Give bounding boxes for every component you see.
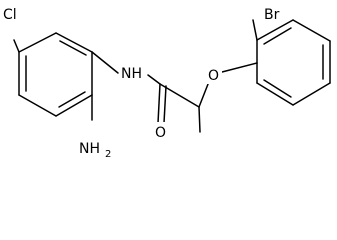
ring-bond bbox=[18, 32, 57, 53]
c-cl-bond bbox=[13, 39, 20, 53]
ring-bond bbox=[292, 82, 331, 106]
ring-bond bbox=[256, 19, 294, 41]
left-benzene-ring bbox=[18, 32, 93, 117]
right-benzene-ring bbox=[256, 19, 331, 106]
ring-bond bbox=[292, 19, 331, 42]
carbonyl-oxygen-label: O bbox=[155, 125, 166, 141]
bromine-label: Br bbox=[264, 7, 280, 23]
amino-subscript-2: 2 bbox=[105, 149, 111, 158]
ring-double-bond bbox=[263, 27, 292, 45]
c-br-bond bbox=[252, 19, 258, 41]
ring-double-bond bbox=[58, 91, 86, 108]
molecule-structure: Cl Br NH O O NH 2 bbox=[2, 4, 331, 158]
ring-bond bbox=[18, 94, 57, 117]
atom-labels: Cl Br NH O O NH 2 bbox=[2, 4, 284, 158]
ring-bond bbox=[256, 82, 294, 106]
ring-bond bbox=[55, 94, 93, 117]
ring-double-bond bbox=[263, 79, 292, 98]
carbonyl-c-o-double-1 bbox=[157, 83, 161, 124]
ether-oxygen-label: O bbox=[208, 68, 219, 84]
carbonyl-c-o-double-2 bbox=[163, 85, 167, 124]
c-nh-bond bbox=[91, 51, 119, 74]
chlorine-label: Cl bbox=[3, 7, 17, 23]
nh-carbonyl-bond bbox=[147, 74, 161, 85]
ring-double-bond bbox=[59, 40, 87, 56]
amide-nh-label: NH bbox=[121, 66, 142, 82]
carbonyl-alpha-bond bbox=[159, 83, 200, 108]
o-aryl-bond bbox=[221, 62, 258, 73]
alpha-methyl-bond bbox=[198, 106, 201, 133]
ring-bond bbox=[55, 32, 93, 53]
amino-nh-label: NH bbox=[79, 141, 100, 157]
